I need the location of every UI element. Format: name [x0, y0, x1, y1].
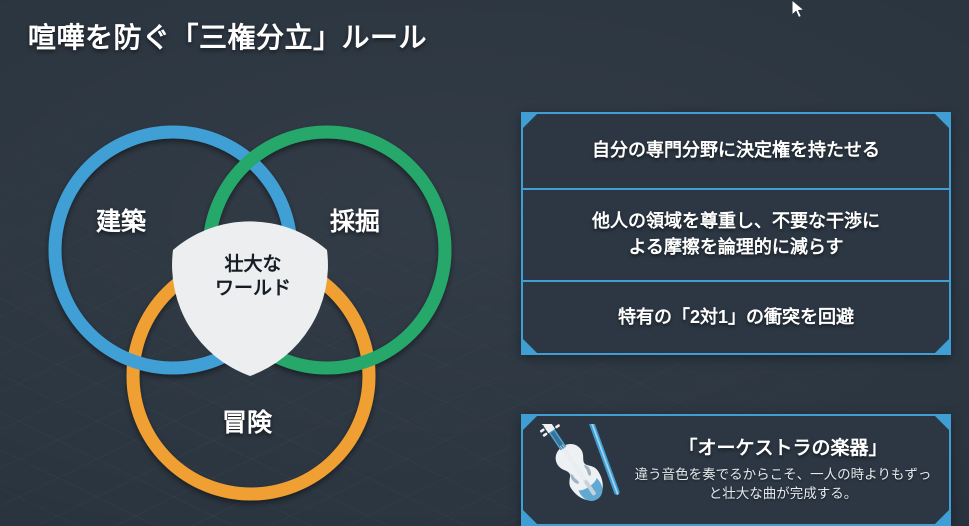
metaphor-description: 違う音色を奏でるからこそ、一人の時よりもずっと壮大な曲が完成する。 — [634, 466, 932, 501]
venn-center-label: 壮大な ワールド — [193, 253, 313, 301]
venn-diagram: 建築 採掘 冒険 壮大な ワールド — [20, 95, 490, 515]
rules-panel: 自分の専門分野に決定権を持たせる 他人の領域を尊重し、不要な干渉に よる摩擦を論… — [521, 112, 951, 355]
violin-icon-svg — [539, 424, 620, 501]
mouse-pointer-icon-svg — [791, 0, 806, 19]
venn-center-shape — [172, 221, 328, 376]
venn-diagram-svg — [48, 125, 452, 501]
corner-bracket-top-right — [933, 112, 951, 130]
corner-bracket-bottom-left — [521, 337, 539, 355]
page-title: 喧嘩を防ぐ「三権分立」ルール — [28, 22, 428, 53]
venn-center-line-1: 壮大な — [224, 254, 282, 275]
rule-item: 自分の専門分野に決定権を持たせる — [592, 140, 880, 161]
corner-bracket-top-right — [933, 414, 951, 432]
venn-label-adventure: 冒険 — [222, 409, 273, 437]
metaphor-panel: 「オーケストラの楽器」 違う音色を奏でるからこそ、一人の時よりもずっと壮大な曲が… — [521, 414, 951, 526]
mouse-pointer-icon — [791, 0, 807, 27]
venn-center-line-2: ワールド — [214, 277, 291, 299]
metaphor-text-block: 「オーケストラの楽器」 違う音色を奏でるからこそ、一人の時よりもずっと壮大な曲が… — [633, 437, 949, 503]
venn-label-mine: 採掘 — [330, 208, 381, 236]
corner-bracket-bottom-right — [933, 508, 951, 526]
corner-bracket-bottom-left — [521, 508, 539, 526]
rule-item: 他人の領域を尊重し、不要な干渉に よる摩擦を論理的に減らす — [523, 188, 949, 280]
metaphor-title: 「オーケストラの楽器」 — [678, 437, 888, 459]
venn-label-build: 建築 — [96, 208, 147, 236]
rule-item: 特有の「2対1」の衝突を回避 — [523, 280, 949, 353]
violin-icon — [523, 424, 633, 516]
corner-bracket-bottom-right — [933, 337, 951, 355]
corner-bracket-top-left — [521, 414, 539, 432]
corner-bracket-top-left — [521, 112, 539, 130]
